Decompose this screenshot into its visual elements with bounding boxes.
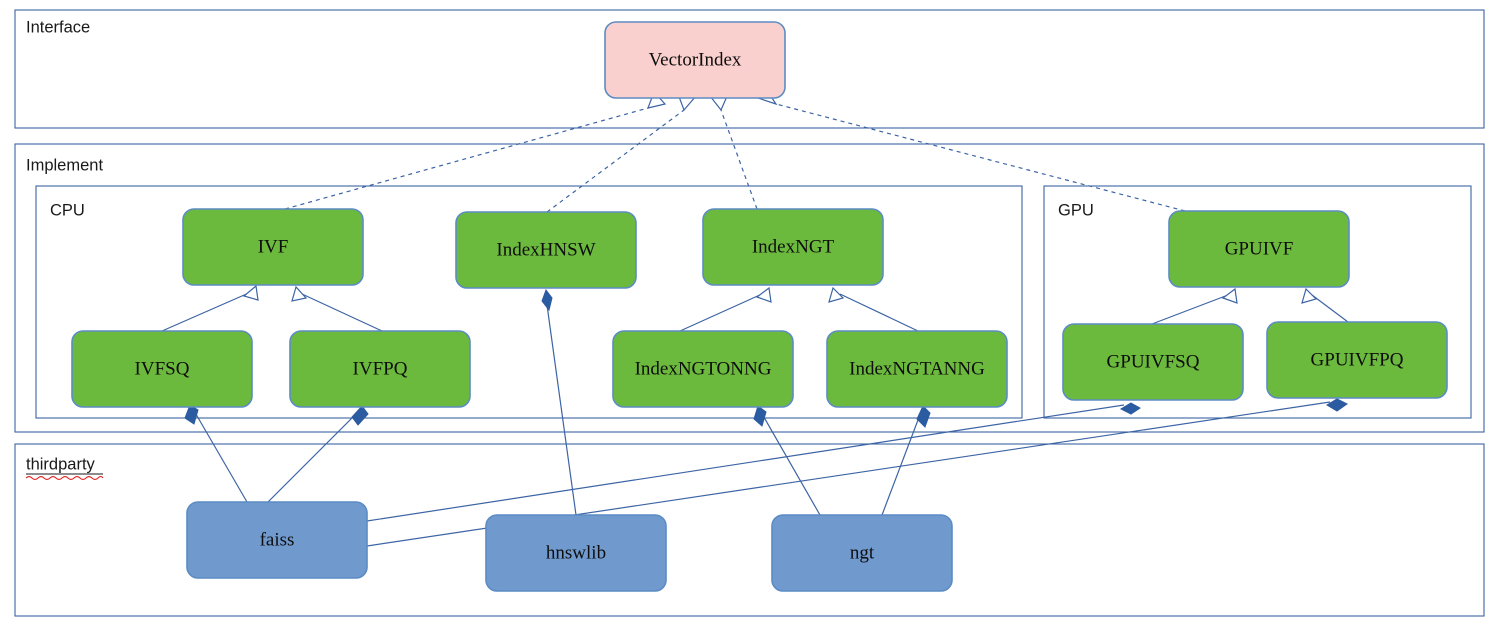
node-indexhnsw-rect[interactable] — [455, 211, 637, 289]
node-ngt[interactable]: ngt — [771, 514, 953, 592]
node-ivfpq-rect[interactable] — [289, 330, 471, 408]
node-indexngtanng-rect[interactable] — [826, 330, 1008, 408]
node-gpuivfpq[interactable]: GPUIVFPQ — [1266, 321, 1448, 399]
group-thirdparty-label: thirdparty — [26, 455, 96, 473]
node-gpuivfsq-label: GPUIVFSQ — [1107, 351, 1200, 372]
node-ngt-label: ngt — [850, 542, 875, 563]
node-faiss-rect[interactable] — [186, 501, 368, 579]
composition-diamond — [753, 405, 767, 427]
edges-generalization — [161, 284, 1349, 332]
node-faiss[interactable]: faiss — [186, 501, 368, 579]
node-indexngt-rect[interactable] — [702, 208, 884, 286]
node-gpuivfsq-rect[interactable] — [1062, 323, 1244, 401]
generalization-arrowhead — [242, 284, 259, 301]
generalization-arrowhead — [755, 286, 772, 303]
edge-indexngtanng-to-indexngt — [828, 286, 919, 332]
thirdparty-spellcheck-squiggle — [25, 475, 104, 481]
edge-ngt-to-indexngtonng — [753, 405, 821, 516]
node-gpuivf-label: GPUIVF — [1225, 238, 1294, 259]
composition-diamond — [351, 405, 369, 426]
node-ivf-label: IVF — [258, 236, 289, 257]
node-gpuivf-rect[interactable] — [1168, 210, 1350, 288]
composition-diamond — [541, 288, 553, 312]
edge-gpuivfpq-to-gpuivf — [1301, 287, 1349, 323]
edge-ngt-to-indexngtanng — [881, 405, 931, 516]
node-indexngt-label: IndexNGT — [752, 236, 835, 257]
composition-diamond — [184, 404, 199, 425]
group-cpu-label: CPU — [50, 201, 85, 219]
composition-diamond — [916, 405, 931, 428]
node-indexngtonng-label: IndexNGTONNG — [635, 358, 772, 379]
group-gpu-label: GPU — [1058, 201, 1094, 219]
edge-faiss-to-ivfpq — [267, 405, 369, 503]
edge-ivfsq-to-ivf — [161, 284, 259, 332]
node-gpuivfpq-rect[interactable] — [1266, 321, 1448, 399]
node-ivfpq-label: IVFPQ — [353, 358, 408, 379]
generalization-arrowhead — [1221, 287, 1238, 304]
generalization-arrowhead — [828, 286, 845, 303]
node-hnswlib-label: hnswlib — [546, 542, 606, 563]
node-indexngt[interactable]: IndexNGT — [702, 208, 884, 286]
edge-indexngtonng-to-indexngt — [679, 286, 772, 332]
edge-hnswlib-to-indexhnsw — [541, 288, 577, 516]
edges-composition — [184, 288, 1348, 547]
group-implement-label: Implement — [26, 156, 103, 174]
edge-faiss-to-ivfsq — [184, 404, 248, 503]
generalization-arrowhead — [291, 285, 308, 302]
node-indexngtonng[interactable]: IndexNGTONNG — [612, 330, 794, 408]
node-indexhnsw-label: IndexHNSW — [496, 239, 595, 260]
nodes: VectorIndex IVF IndexHNSW IndexNGT GPUIV… — [71, 21, 1448, 592]
node-ivfpq[interactable]: IVFPQ — [289, 330, 471, 408]
node-gpuivfpq-label: GPUIVFPQ — [1311, 349, 1404, 370]
composition-diamond — [1326, 398, 1348, 412]
edge-gpuivfsq-to-gpuivf — [1151, 287, 1238, 325]
edge-faiss-to-gpuivfsq — [366, 402, 1141, 522]
edge-ivfpq-to-ivf — [291, 285, 383, 332]
node-ivf[interactable]: IVF — [182, 208, 364, 286]
node-indexhnsw[interactable]: IndexHNSW — [455, 211, 637, 289]
generalization-arrowhead — [1301, 287, 1318, 304]
node-ivf-rect[interactable] — [182, 208, 364, 286]
node-faiss-label: faiss — [260, 529, 295, 550]
node-indexngtanng[interactable]: IndexNGTANNG — [826, 330, 1008, 408]
node-hnswlib[interactable]: hnswlib — [485, 514, 667, 592]
node-indexngtanng-label: IndexNGTANNG — [849, 358, 985, 379]
node-hnswlib-rect[interactable] — [485, 514, 667, 592]
node-gpuivf[interactable]: GPUIVF — [1168, 210, 1350, 288]
node-indexngtonng-rect[interactable] — [612, 330, 794, 408]
node-ivfsq[interactable]: IVFSQ — [71, 330, 253, 408]
node-vectorindex-label: VectorIndex — [649, 49, 742, 70]
node-ivfsq-label: IVFSQ — [135, 358, 190, 379]
node-vectorindex-rect[interactable] — [604, 21, 786, 99]
node-ngt-rect[interactable] — [771, 514, 953, 592]
node-gpuivfsq[interactable]: GPUIVFSQ — [1062, 323, 1244, 401]
node-vectorindex[interactable]: VectorIndex — [604, 21, 786, 99]
group-interface-label: Interface — [26, 18, 90, 36]
node-ivfsq-rect[interactable] — [71, 330, 253, 408]
composition-diamond — [1119, 402, 1141, 415]
